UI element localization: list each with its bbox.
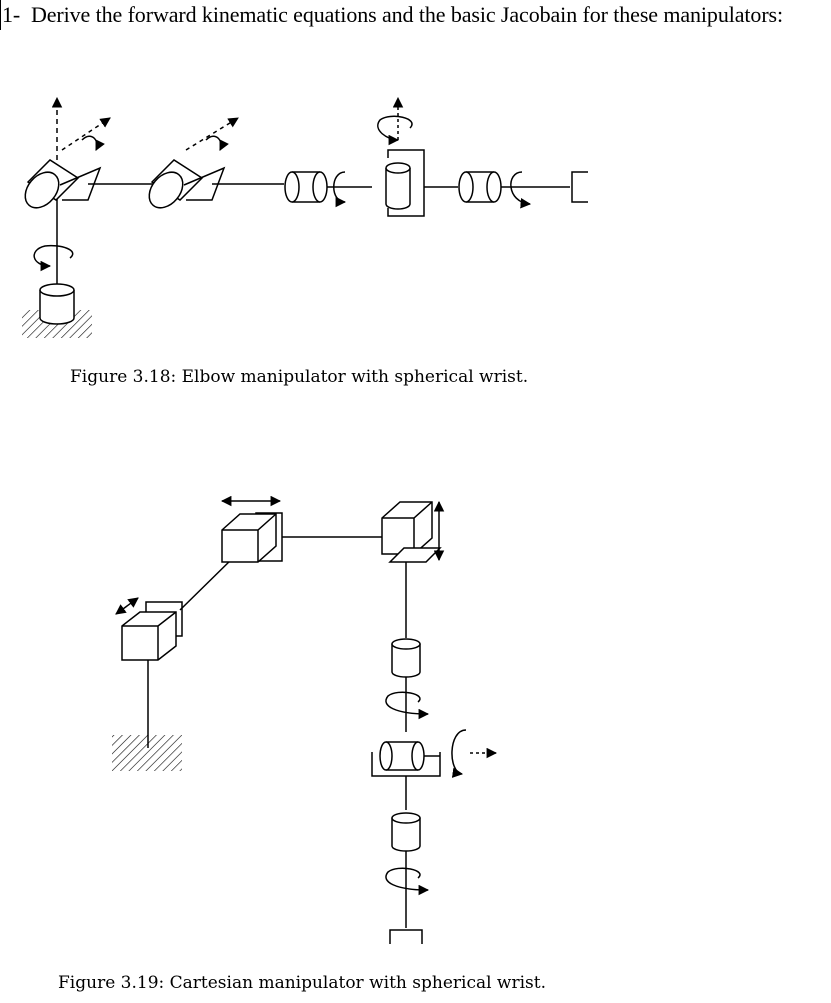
wrist-yaw-joint [459, 172, 532, 209]
base-cylinder-joint [40, 284, 74, 324]
figure-3-18-caption: Figure 3.18: Elbow manipulator with sphe… [70, 367, 529, 387]
figure-3-19-caption: Figure 3.19: Cartesian manipulator with … [58, 973, 547, 993]
prismatic-joint-1 [122, 602, 182, 660]
page-left-edge [0, 0, 1, 30]
gripper-2 [390, 930, 422, 944]
gripper-1 [572, 172, 588, 202]
wrist-pitch-arrow [378, 116, 412, 146]
wrist-yaw-arrow-2 [386, 868, 430, 896]
prismatic-joint-3 [382, 502, 440, 562]
prismatic-joint-2 [222, 513, 282, 562]
prismatic-arrow-1 [115, 597, 139, 615]
question-text: Derive the forward kinematic equations a… [30, 2, 784, 27]
ground-base-2 [112, 735, 182, 771]
shoulder-joint [18, 160, 100, 214]
elbow-axis-dashed [186, 118, 239, 150]
wrist-roll-cylinder [392, 639, 420, 677]
base-rotation-arrow [34, 246, 73, 272]
wrist-roll-arrow-2 [386, 692, 430, 720]
question-line: 1- Derive the forward kinematic equation… [2, 2, 783, 28]
wrist-pitch-joint-2 [372, 730, 498, 778]
wrist-pitch-joint [378, 96, 424, 216]
diagonal-link [180, 555, 236, 610]
elbow-joint [142, 160, 224, 214]
wrist-yaw-cylinder [392, 813, 420, 851]
cartesian-manipulator-diagram [112, 495, 498, 944]
elbow-manipulator-diagram [18, 96, 588, 338]
shoulder-axis-dashed [62, 118, 111, 150]
elbow-rotation-arrow [206, 136, 229, 151]
shoulder-rotation-arrow [82, 136, 105, 151]
question-number: 1- [2, 2, 21, 27]
